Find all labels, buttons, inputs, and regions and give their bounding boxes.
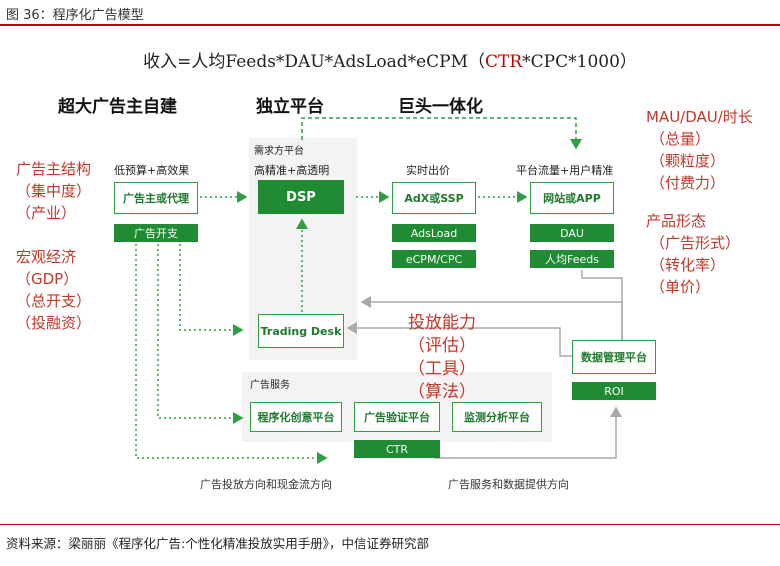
connector-site-to-dmp (581, 270, 623, 340)
note-line: （算法） (408, 382, 476, 402)
formula-prefix: 收入=人均Feeds*DAU*AdsLoad*eCPM（ (143, 52, 486, 72)
source-rule (0, 524, 780, 525)
note-line: （付费力） (650, 174, 726, 192)
dau-box: DAU (530, 224, 614, 242)
note-line: （集中度） (16, 182, 92, 200)
note-line: （产业） (16, 204, 77, 222)
ad-spend-box: 广告开支 (114, 224, 198, 242)
product-form-notes: 产品形态 （广告形式） （转化率） （单价） (646, 210, 740, 298)
note-line: （转化率） (650, 256, 726, 274)
trading-desk-box: Trading Desk (258, 314, 344, 348)
cash-flow-direction-label: 广告投放方向和现金流方向 (200, 478, 332, 491)
formula-suffix: *CPC*1000） (522, 52, 637, 72)
arrow-dmp-to-trading-desk (360, 296, 623, 340)
note-line: 宏观经济 (16, 248, 77, 266)
arrow-spend-to-creative (157, 244, 244, 424)
figure-title: 图 36：程序化广告模型 (6, 8, 144, 23)
delivery-capability-notes: 投放能力 （评估） （工具） （算法） (408, 312, 476, 404)
revenue-formula: 收入=人均Feeds*DAU*AdsLoad*eCPM（CTR*CPC*1000… (0, 47, 780, 72)
roi-box: ROI (572, 382, 656, 400)
site-app-box: 网站或APP (530, 182, 614, 214)
low-budget-label: 低预算+高效果 (114, 164, 190, 177)
column-head-integrated: 巨头一体化 (398, 97, 483, 117)
note-line: MAU/DAU/时长 (646, 108, 753, 126)
note-line: （总量） (650, 130, 711, 148)
note-line: （广告形式） (650, 234, 741, 252)
note-line: （颗粒度） (650, 152, 726, 170)
adsload-box: AdsLoad (392, 224, 476, 242)
formula-highlight: CTR (485, 52, 523, 72)
dmp-box: 数据管理平台 (572, 340, 656, 374)
note-line: 投放能力 (408, 313, 476, 333)
realtime-bid-label: 实时出价 (406, 164, 450, 177)
feeds-box: 人均Feeds (530, 250, 614, 268)
note-line: （工具） (408, 359, 476, 379)
creative-platform-box: 程序化创意平台 (250, 402, 342, 432)
note-line: （投融资） (16, 314, 92, 332)
title-rule (0, 24, 780, 26)
note-line: 广告主结构 (16, 160, 92, 178)
advertiser-box: 广告主或代理 (114, 182, 198, 214)
arrow-spend-to-trading-desk (179, 244, 244, 336)
high-precision-label: 高精准+高透明 (254, 164, 330, 177)
note-line: （总开支） (16, 292, 92, 310)
column-head-self-built: 超大广告主自建 (58, 97, 177, 117)
ad-services-label: 广告服务 (250, 380, 290, 391)
demand-platform-label: 需求方平台 (254, 146, 304, 157)
note-line: （评估） (408, 336, 476, 356)
user-metrics-notes: MAU/DAU/时长 （总量） （颗粒度） （付费力） (646, 106, 753, 194)
arrow-dsp-top-to-site (301, 117, 582, 150)
arrow-dmp-to-trading-desk-lower (346, 322, 572, 357)
service-direction-label: 广告服务和数据提供方向 (448, 478, 569, 491)
dsp-box: DSP (258, 180, 344, 214)
macro-economy-notes: 宏观经济 （GDP） （总开支） （投融资） (16, 246, 91, 334)
platform-traffic-label: 平台流量+用户精准 (516, 164, 614, 177)
column-head-independent: 独立平台 (256, 97, 324, 117)
note-line: （单价） (650, 278, 711, 296)
figure-source: 资料来源：梁丽丽《程序化广告:个性化精准投放实用手册》，中信证券研究部 (6, 536, 429, 551)
arrow-service-flow (434, 406, 622, 459)
verification-platform-box: 广告验证平台 (354, 402, 440, 432)
monitoring-platform-box: 监测分析平台 (452, 402, 542, 432)
ctr-box: CTR (354, 440, 440, 458)
advertiser-structure-notes: 广告主结构 （集中度） （产业） (16, 158, 91, 224)
note-line: 产品形态 (646, 212, 707, 230)
arrow-cash-flow (135, 244, 328, 464)
note-line: （GDP） (16, 270, 79, 288)
adx-box: AdX或SSP (392, 182, 476, 214)
ecpm-box: eCPM/CPC (392, 250, 476, 268)
